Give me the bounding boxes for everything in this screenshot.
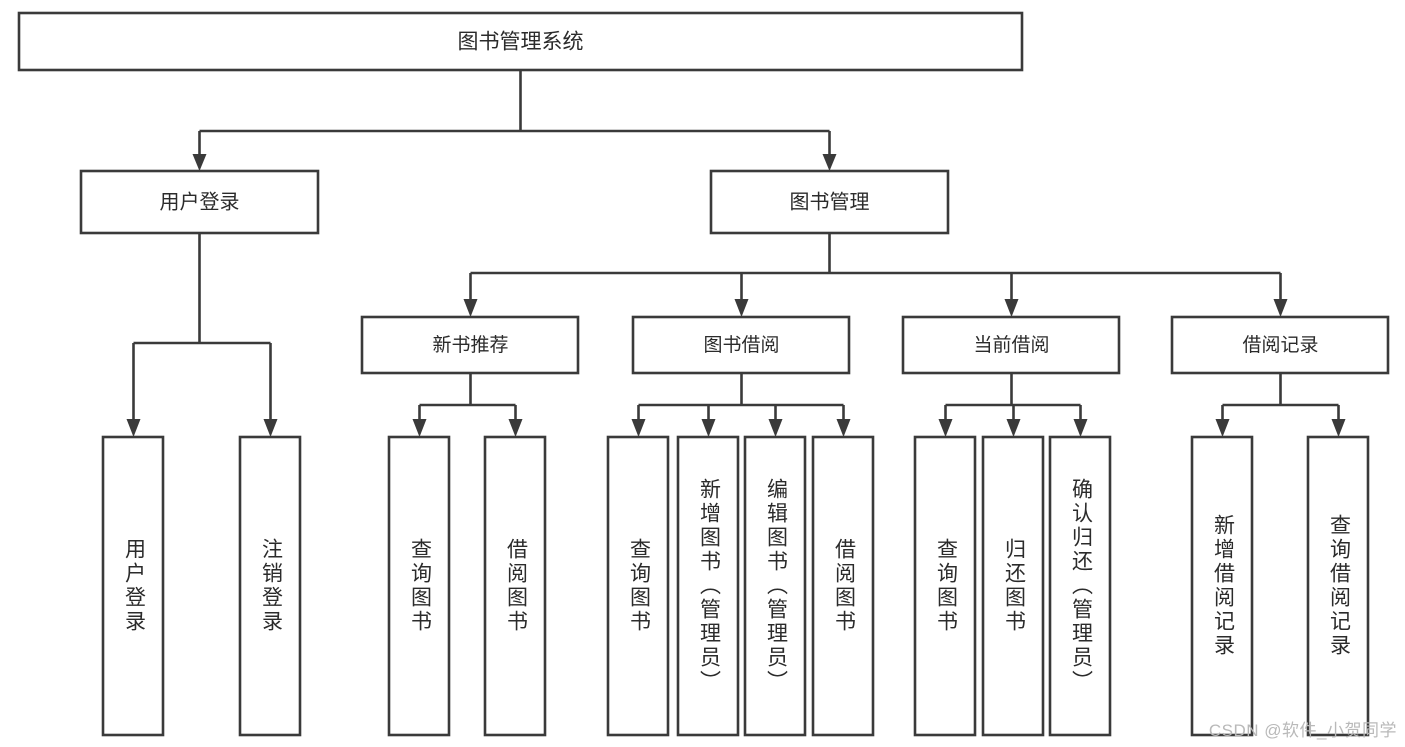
arrow-to-book-manage [822, 131, 837, 171]
node-leaf-confirm-return-label: 确认归还（管理员） [1069, 478, 1093, 694]
node-leaf-add-record-box [1190, 435, 1254, 737]
node-leaf-add-book-label: 新增图书（管理员） [697, 478, 721, 694]
node-leaf-edit-book[interactable]: 编辑图书（管理员） [743, 435, 807, 737]
node-leaf-query-book-1[interactable]: 查询图书 [387, 435, 451, 737]
arrow-to-leaf-query-record [1331, 405, 1346, 437]
arrow-to-user-login [192, 131, 207, 171]
arrow-to-leaf-edit-book [768, 405, 783, 437]
node-current-borrow[interactable]: 当前借阅 [901, 315, 1121, 375]
node-current-borrow-box [901, 315, 1121, 375]
node-borrow-record[interactable]: 借阅记录 [1170, 315, 1390, 375]
arrow-to-leaf-user-login [126, 343, 141, 437]
node-leaf-return-book[interactable]: 归还图书 [981, 435, 1045, 737]
node-book-borrow-box [631, 315, 851, 375]
node-leaf-query-book-2-label: 查询图书 [627, 538, 651, 634]
node-leaf-query-book-2[interactable]: 查询图书 [606, 435, 670, 737]
arrow-to-leaf-add-record [1215, 405, 1230, 437]
node-new-book-recommend[interactable]: 新书推荐 [360, 315, 580, 375]
arrow-to-leaf-borrow-book-2 [836, 405, 851, 437]
node-book-borrow-label: 图书借阅 [703, 334, 779, 356]
node-leaf-user-login-box [101, 435, 165, 737]
node-leaf-query-record-label: 查询借阅记录 [1327, 514, 1351, 658]
node-leaf-borrow-book-1-box [483, 435, 547, 737]
node-leaf-query-book-3-label: 查询图书 [934, 538, 958, 634]
arrow-to-book-borrow [734, 273, 749, 317]
node-leaf-add-record-label: 新增借阅记录 [1211, 514, 1235, 658]
node-book-manage-box [709, 169, 950, 235]
node-root-label: 图书管理系统 [458, 31, 584, 54]
node-leaf-user-login-label: 用户登录 [122, 538, 146, 634]
connector-layer [126, 70, 1346, 437]
node-leaf-query-book-3-box [913, 435, 977, 737]
node-leaf-return-book-label: 归还图书 [1002, 538, 1026, 634]
arrow-to-new-book-recommend [463, 273, 478, 317]
node-leaf-logout-label: 注销登录 [259, 538, 283, 634]
arrow-to-leaf-logout [263, 343, 278, 437]
node-user-login-label: 用户登录 [160, 190, 240, 213]
arrow-to-leaf-query-book-1 [412, 405, 427, 437]
node-leaf-user-login[interactable]: 用户登录 [101, 435, 165, 737]
node-book-manage[interactable]: 图书管理 [709, 169, 950, 235]
node-leaf-query-book-1-box [387, 435, 451, 737]
arrow-to-borrow-record [1273, 273, 1288, 317]
node-leaf-query-book-1-label: 查询图书 [408, 538, 432, 634]
node-leaf-edit-book-label: 编辑图书（管理员） [764, 478, 788, 694]
node-leaf-add-book-box [676, 435, 740, 737]
node-leaf-query-record-box [1306, 435, 1370, 737]
node-leaf-borrow-book-1-label: 借阅图书 [504, 538, 528, 634]
node-leaf-borrow-book-2-box [811, 435, 875, 737]
node-leaf-borrow-book-1[interactable]: 借阅图书 [483, 435, 547, 737]
arrow-to-leaf-confirm-return [1073, 405, 1088, 437]
node-leaf-borrow-book-2[interactable]: 借阅图书 [811, 435, 875, 737]
node-leaf-query-record[interactable]: 查询借阅记录 [1306, 435, 1370, 737]
node-book-borrow[interactable]: 图书借阅 [631, 315, 851, 375]
node-leaf-edit-book-box [743, 435, 807, 737]
node-new-book-recommend-box [360, 315, 580, 375]
node-borrow-record-box [1170, 315, 1390, 375]
node-user-login[interactable]: 用户登录 [79, 169, 320, 235]
arrow-to-current-borrow [1004, 273, 1019, 317]
node-leaf-logout[interactable]: 注销登录 [238, 435, 302, 737]
node-leaf-confirm-return-box [1048, 435, 1112, 737]
arrow-to-leaf-return-book [1006, 405, 1021, 437]
node-root-box [17, 11, 1024, 72]
node-book-manage-label: 图书管理 [790, 190, 870, 213]
node-leaf-borrow-book-2-label: 借阅图书 [832, 538, 856, 634]
arrow-to-leaf-query-book-3 [938, 405, 953, 437]
node-leaf-confirm-return[interactable]: 确认归还（管理员） [1048, 435, 1112, 737]
node-leaf-query-book-3[interactable]: 查询图书 [913, 435, 977, 737]
node-borrow-record-label: 借阅记录 [1242, 334, 1318, 356]
node-leaf-query-book-2-box [606, 435, 670, 737]
node-leaf-return-book-box [981, 435, 1045, 737]
node-user-login-box [79, 169, 320, 235]
arrow-to-leaf-borrow-book-1 [508, 405, 523, 437]
arrow-to-leaf-query-book-2 [631, 405, 646, 437]
node-root-system[interactable]: 图书管理系统 [17, 11, 1024, 72]
node-leaf-logout-box [238, 435, 302, 737]
node-leaf-add-record[interactable]: 新增借阅记录 [1190, 435, 1254, 737]
node-current-borrow-label: 当前借阅 [973, 334, 1049, 356]
node-leaf-add-book[interactable]: 新增图书（管理员） [676, 435, 740, 737]
node-new-book-recommend-label: 新书推荐 [432, 334, 508, 356]
arrow-to-leaf-add-book [701, 405, 716, 437]
